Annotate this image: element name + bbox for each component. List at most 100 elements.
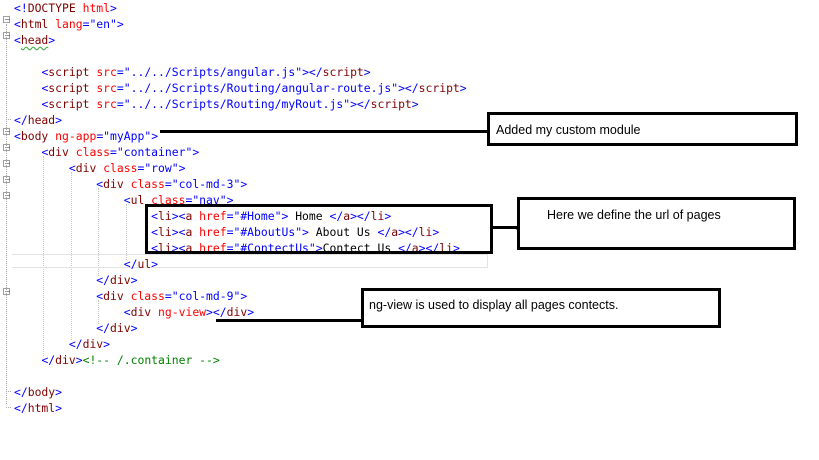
fold-range-end [6,391,11,392]
code-token: < [151,241,159,255]
code-token: a [391,225,399,239]
code-token: > [130,273,138,287]
code-token: > [240,177,248,191]
code-token: <! [14,1,28,15]
code-token: li [158,209,172,223]
code-token: = [226,241,234,255]
code-token: </ [14,113,28,127]
code-line[interactable]: </div> [14,320,137,336]
code-token: div [110,273,131,287]
code-token: > [151,129,159,143]
code-token [124,177,131,191]
code-token: = [164,289,172,303]
code-line[interactable]: </ul> [14,256,158,272]
fold-range-line [6,24,7,404]
code-token: "col-md-3" [171,177,241,191]
code-token [14,177,96,191]
code-token: < [14,17,21,31]
code-token: > [452,241,460,255]
code-line[interactable]: <script src="../../Scripts/Routing/angul… [14,80,466,96]
code-token [14,257,124,271]
code-token: > [192,145,200,159]
code-line[interactable]: </div> [14,272,137,288]
code-token [14,289,96,303]
code-token: > [302,225,309,239]
code-token [14,353,41,367]
code-line[interactable]: <script src="../../Scripts/angular.js"><… [14,64,371,80]
indent-guide [126,204,127,260]
code-line[interactable]: <div ng-view></div> [14,304,254,320]
code-line[interactable]: <li><a href="#Home"> Home </a></li> [14,208,391,224]
code-token: > [116,17,124,31]
code-token: class [75,145,111,159]
code-token: Home [288,209,330,223]
code-token [14,81,41,95]
code-token: = [226,225,234,239]
code-token: ng-view [158,305,207,319]
code-token: = [82,17,90,31]
code-token: html [75,1,111,15]
code-line[interactable]: </div> [14,336,110,352]
code-line[interactable]: </body> [14,384,62,400]
code-line[interactable]: <ul class="nav"> [14,192,234,208]
code-token: "row" [144,161,179,175]
code-token: DOCTYPE [27,1,76,15]
code-token [14,65,41,79]
code-token: li [370,209,385,223]
code-line[interactable]: <head> [14,32,55,48]
code-token: > [103,337,111,351]
code-token: a [185,225,193,239]
fold-toggle-icon[interactable]: − [3,15,11,24]
code-token: > [55,113,63,127]
code-token [14,241,151,255]
fold-range-end [6,407,11,408]
code-token: > [363,65,371,79]
code-token: ul [137,257,152,271]
current-line-highlight [12,254,488,268]
code-line[interactable]: <html lang="en"> [14,16,124,32]
code-line[interactable]: <!DOCTYPE html> [14,0,117,16]
code-line[interactable]: </div><!-- /.container --> [14,352,219,368]
code-line[interactable]: <li><a href="#AboutUs"> About Us </a></l… [14,224,439,240]
code-token: class [130,289,165,303]
code-token [69,145,76,159]
code-token [14,193,124,207]
code-token: head [20,33,49,47]
code-token [14,337,69,351]
code-token: < [41,97,49,111]
code-token: = [116,81,124,95]
code-token: </ [123,257,138,271]
code-token: > [130,321,138,335]
code-line[interactable]: <body ng-app="myApp"> [14,128,158,144]
code-token: = [116,97,124,111]
code-token: = [185,193,193,207]
code-line[interactable]: <div class="col-md-9"> [14,288,247,304]
code-line[interactable]: </head> [14,112,62,128]
code-line[interactable]: </html> [14,400,62,416]
code-token: script [370,97,412,111]
fold-range-end [6,119,11,120]
code-token: < [41,65,49,79]
code-line[interactable]: <div class="container"> [14,144,199,160]
callout-custom-module: Added my custom module [487,112,798,146]
code-line[interactable]: <div class="col-md-3"> [14,176,247,192]
code-token: div [226,305,248,319]
code-token [14,225,151,239]
code-token: src [96,81,117,95]
callout-ng-view: ng-view is used to display all pages con… [361,288,721,328]
code-token: > [226,193,234,207]
code-token: html [27,401,56,415]
code-line[interactable]: <script src="../../Scripts/Routing/myRou… [14,96,419,112]
code-token: = [116,65,124,79]
code-token: > [48,33,56,47]
code-token: = [137,161,145,175]
code-token: div [75,161,97,175]
code-token: > [411,97,419,111]
li-highlight-box [145,204,493,254]
code-token: < [14,129,21,143]
code-token: < [151,209,159,223]
code-token: ul [130,193,145,207]
code-token: >< [171,225,186,239]
code-line[interactable]: <div class="row"> [14,160,186,176]
